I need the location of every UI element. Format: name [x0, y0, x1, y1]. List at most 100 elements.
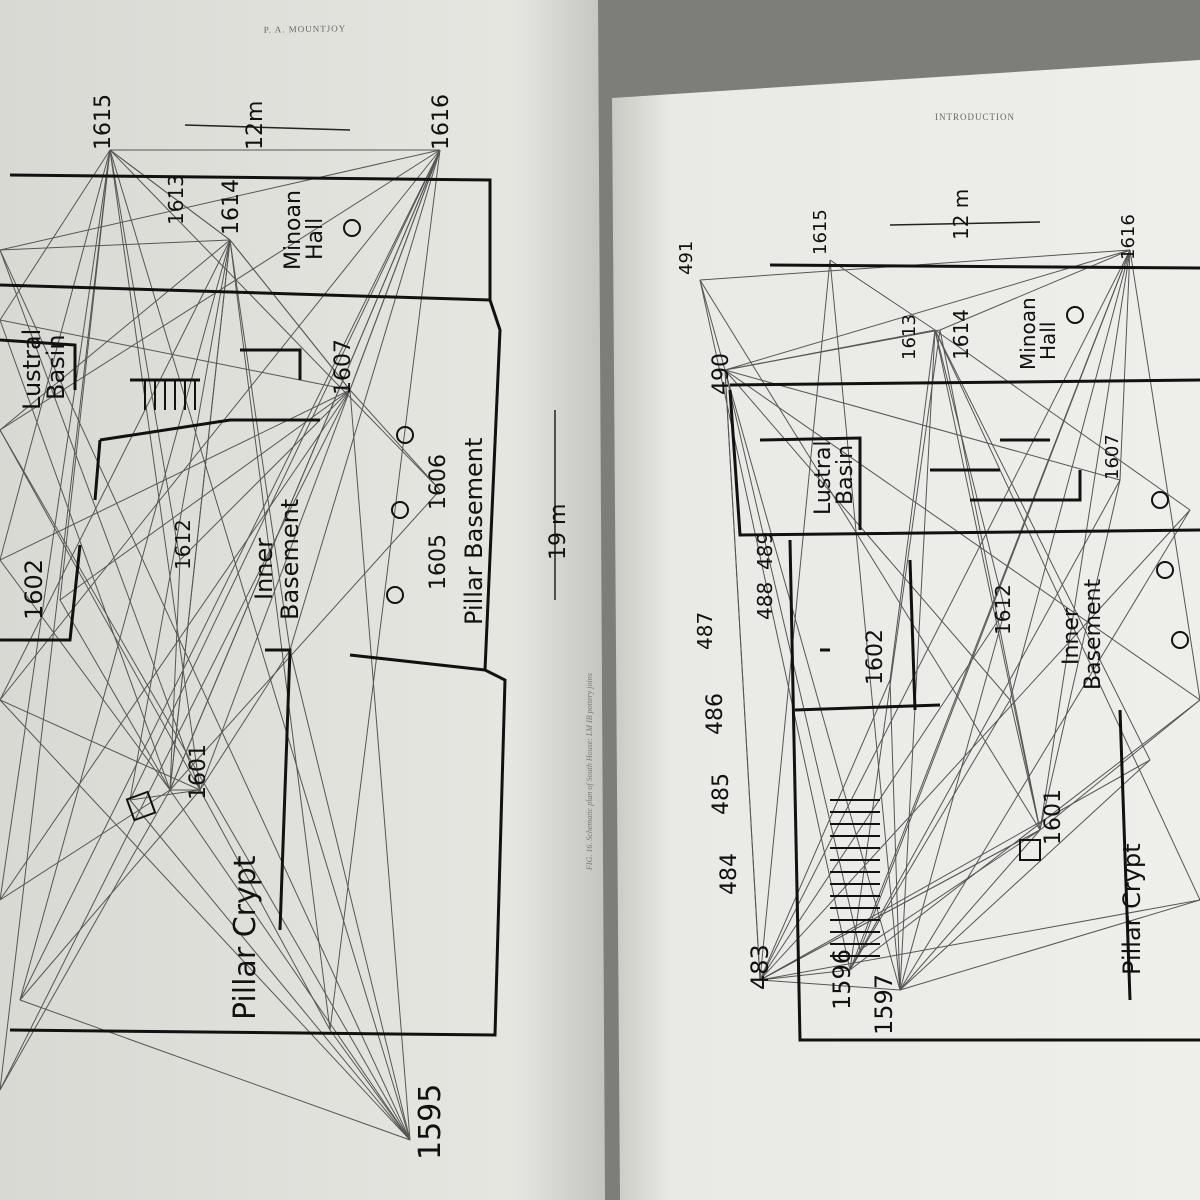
- join-line: [0, 149, 441, 431]
- plan-label-n1613: 1613: [164, 174, 188, 225]
- join-line: [0, 429, 201, 791]
- join-line: [0, 249, 411, 1141]
- join-line: [0, 149, 111, 561]
- join-line: [129, 799, 411, 1141]
- left-running-head: P. A. MOUNTJOY: [264, 23, 347, 34]
- plan-label-n486: 486: [703, 693, 728, 735]
- join-line: [699, 279, 851, 971]
- join-line: [889, 329, 936, 681]
- column-circle: [396, 426, 414, 444]
- plan-label-n1596: 1596: [828, 949, 856, 1010]
- plan-label-n490: 490: [709, 353, 734, 395]
- join-line: [724, 329, 936, 371]
- plan-label-minoan: Minoan: [281, 190, 306, 270]
- join-line: [229, 239, 331, 1031]
- wall-segment: [0, 283, 491, 302]
- join-line: [724, 369, 761, 981]
- column-circle: [386, 586, 404, 604]
- join-line: [699, 279, 726, 371]
- join-line: [829, 259, 901, 991]
- join-line: [759, 759, 1151, 981]
- plan-label-basin: Basin: [833, 445, 858, 505]
- plan-label-n489: 489: [753, 532, 777, 570]
- scale-arrow: [184, 124, 351, 131]
- join-line: [829, 259, 936, 331]
- join-line: [129, 789, 201, 801]
- wall-segment: [970, 470, 1082, 502]
- wall-segment: [0, 544, 82, 642]
- plan-label-hall: Hall: [1036, 322, 1060, 360]
- join-line: [724, 369, 1200, 701]
- join-line: [349, 389, 441, 491]
- join-line: [934, 329, 1200, 901]
- join-line: [889, 679, 901, 991]
- plan-label-n491: 491: [676, 241, 697, 275]
- wall-segment: [759, 436, 862, 530]
- plan-label-basin: Basin: [42, 334, 70, 400]
- join-line: [899, 329, 936, 991]
- join-line: [0, 239, 231, 431]
- column-circle: [391, 501, 409, 519]
- plan-label-pillar-crypt: Pillar Crypt: [1118, 843, 1146, 975]
- column-circle: [1151, 491, 1169, 509]
- join-line: [0, 149, 111, 321]
- column-circle: [1156, 561, 1174, 579]
- join-line: [759, 249, 1131, 981]
- join-line: [934, 329, 1041, 831]
- join-line: [939, 249, 1131, 331]
- wall-segment: [265, 648, 292, 931]
- join-line: [169, 789, 411, 1141]
- join-line: [699, 279, 1041, 831]
- join-line: [109, 149, 201, 791]
- join-line: [0, 429, 411, 1141]
- join-line: [1119, 249, 1131, 481]
- join-line: [349, 389, 411, 1141]
- join-line: [229, 239, 291, 651]
- plan-walls: [0, 173, 1200, 1042]
- join-line: [289, 149, 441, 651]
- join-line: [0, 559, 171, 791]
- join-line: [19, 239, 231, 1001]
- plan-label-n1602: 1602: [863, 629, 888, 685]
- join-line: [759, 259, 831, 981]
- plan-label-n1614: 1614: [949, 309, 973, 360]
- join-line: [109, 149, 181, 561]
- join-line: [169, 149, 441, 791]
- join-line: [0, 149, 111, 1091]
- plan-label-n1612: 1612: [171, 519, 195, 570]
- plan-label-n1616: 1616: [429, 94, 454, 150]
- plan-label-n1614: 1614: [219, 179, 244, 235]
- right-running-head: INTRODUCTION: [935, 112, 1015, 122]
- column-circle: [343, 219, 361, 237]
- join-line: [129, 239, 231, 801]
- wall-segment: [240, 348, 302, 380]
- plan-label-pillar-crypt: Pillar Crypt: [228, 855, 263, 1020]
- wall-segment: [769, 263, 1200, 270]
- plan-label-inner: Inner: [1059, 607, 1084, 665]
- wall-segment: [729, 378, 1200, 387]
- wall-segment: [908, 559, 917, 711]
- plan-label-n1613: 1613: [899, 314, 920, 360]
- join-line: [199, 649, 291, 791]
- join-line: [229, 239, 351, 391]
- join-line: [0, 699, 201, 791]
- join-line: [1039, 699, 1200, 831]
- plan-label-scale-top: 12 m: [949, 189, 973, 240]
- join-line: [19, 149, 441, 1001]
- join-line: [109, 149, 411, 1141]
- join-line: [899, 509, 1191, 991]
- figure-caption: FIG. 16. Schematic plan of South House: …: [585, 673, 594, 871]
- plan-label-n1615: 1615: [810, 209, 831, 255]
- join-line: [129, 149, 441, 801]
- plan-label-n1601: 1601: [1041, 789, 1066, 845]
- plan-label-n1597: 1597: [870, 974, 898, 1035]
- join-line: [849, 699, 1200, 971]
- join-line: [759, 979, 901, 991]
- join-line: [1009, 249, 1131, 701]
- join-line: [934, 329, 1191, 511]
- join-line: [0, 789, 171, 901]
- plan-label-pillar-basement: Pillar Basement: [460, 438, 488, 625]
- join-line: [759, 829, 1041, 981]
- join-line: [59, 599, 171, 791]
- join-line: [849, 479, 1121, 971]
